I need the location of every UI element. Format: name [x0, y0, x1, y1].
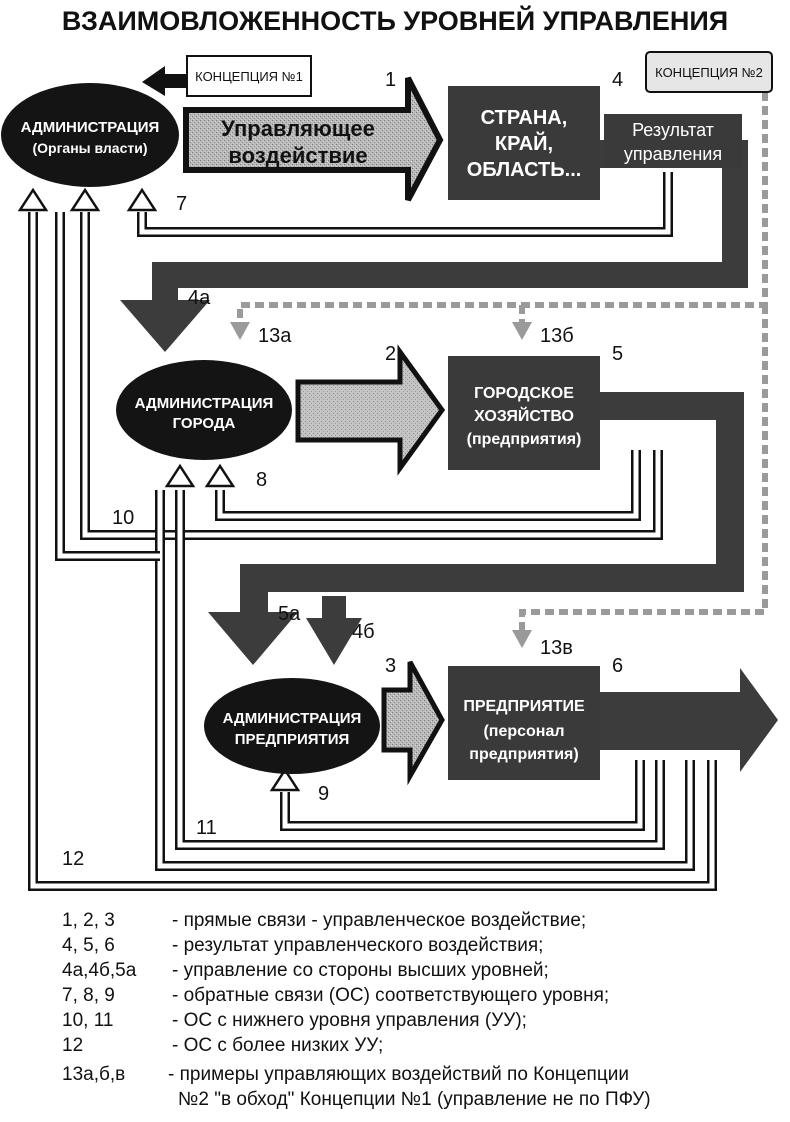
legend-key: 10, 11	[62, 1010, 114, 1031]
city-economy-box	[448, 356, 600, 470]
legend-text: - обратные связи (ОС) соответствующего у…	[172, 985, 610, 1006]
label-5a: 5а	[278, 603, 301, 625]
enterprise-line3: предприятия)	[469, 746, 578, 763]
down-arrow-icon	[512, 322, 532, 340]
result-line1: Результат	[632, 120, 714, 140]
label-11: 11	[196, 817, 217, 839]
admin-enterprise-subtitle: ПРЕДПРИЯТИЯ	[235, 731, 350, 748]
down-arrow-icon	[512, 630, 532, 648]
page-title: ВЗАИМОВЛОЖЕННОСТЬ УРОВНЕЙ УПРАВЛЕНИЯ	[62, 5, 728, 36]
label-10: 10	[112, 507, 134, 529]
enterprise-line2: (персонал	[483, 723, 564, 740]
city-action-arrow	[295, 344, 446, 476]
legend-key: 1, 2, 3	[62, 910, 115, 931]
feedback-deep-line	[155, 490, 695, 871]
label-13v: 13в	[540, 637, 573, 659]
concept2-label: КОНЦЕПЦИЯ №2	[655, 65, 763, 80]
label-6: 6	[612, 655, 623, 677]
label-3: 3	[385, 655, 396, 677]
enterprise-action-arrow	[381, 660, 445, 786]
label-4: 4	[612, 69, 623, 91]
country-line1: СТРАНА,	[481, 107, 568, 129]
result-4b-pipe	[306, 596, 362, 665]
result-line2: управления	[624, 144, 722, 164]
enterprise-line1: ПРЕДПРИЯТИЕ	[463, 698, 585, 715]
admin-city-subtitle: ГОРОДА	[173, 415, 236, 432]
label-2: 2	[385, 343, 396, 365]
admin-authorities-subtitle: (Органы власти)	[32, 140, 147, 156]
city-economy-line2: ХОЗЯЙСТВО	[474, 406, 574, 425]
label-13b: 13б	[540, 325, 574, 347]
label-9: 9	[318, 783, 329, 805]
control-action-line1: Управляющее	[221, 116, 375, 141]
up-arrow-icon	[126, 187, 158, 212]
label-5: 5	[612, 343, 623, 365]
legend-text: - примеры управляющих воздействий по Кон…	[168, 1064, 629, 1085]
legend-text: - ОС с нижнего уровня управления (УУ);	[172, 1010, 527, 1031]
admin-authorities-ellipse	[1, 83, 179, 187]
control-action-line2: воздействие	[228, 143, 367, 168]
label-8: 8	[256, 469, 267, 491]
concept1-arrow-icon	[142, 66, 187, 96]
enterprise-box	[448, 666, 600, 780]
concept2-arrowheads	[230, 322, 532, 648]
feedback-lines	[28, 172, 717, 891]
legend-key: 4, 5, 6	[62, 935, 115, 956]
admin-city-ellipse	[116, 360, 292, 460]
country-line3: ОБЛАСТЬ...	[467, 159, 582, 181]
label-4a: 4а	[188, 287, 211, 309]
legend-text: - ОС с более низких УУ;	[172, 1035, 384, 1056]
admin-enterprise-title: АДМИНИСТРАЦИЯ	[223, 710, 362, 727]
legend-key: 7, 8, 9	[62, 985, 115, 1006]
legend-key: 12	[62, 1035, 84, 1056]
levels-diagram: ВЗАИМОВЛОЖЕННОСТЬ УРОВНЕЙ УПРАВЛЕНИЯ	[1, 5, 778, 891]
down-arrow-icon	[230, 322, 250, 340]
city-economy-line1: ГОРОДСКОЕ	[474, 385, 574, 402]
label-13a: 13а	[258, 325, 292, 347]
result-5-pipe	[208, 392, 744, 665]
concept2-box	[645, 51, 773, 93]
result-box	[604, 114, 742, 168]
admin-enterprise-ellipse	[204, 678, 380, 774]
result-6-arrow	[600, 668, 778, 772]
concept1-box	[186, 55, 312, 97]
label-12: 12	[62, 848, 84, 870]
feedback-arrowheads	[17, 187, 301, 792]
control-action-arrow	[183, 76, 444, 202]
number-labels: 1 4 7 4а 13а 13б 2 5 8 10 5а 4б 13в 3 6 …	[62, 69, 623, 870]
concept1-label: КОНЦЕПЦИЯ №1	[195, 69, 303, 84]
legend-text: - управление со стороны высших уровней;	[172, 960, 549, 981]
label-7: 7	[176, 193, 187, 215]
legend-text: - прямые связи - управленческое воздейст…	[172, 910, 587, 931]
up-arrow-icon	[17, 187, 49, 212]
up-arrow-icon	[269, 767, 301, 792]
legend-text: №2 "в обход" Концепции №1 (управление не…	[178, 1089, 651, 1110]
label-1: 1	[385, 69, 396, 91]
legend-text: - результат управленческого воздействия;	[172, 935, 544, 956]
city-economy-line3: (предприятия)	[467, 431, 582, 448]
legend: 1, 2, 3 - прямые связи - управленческое …	[0, 905, 790, 1122]
legend-key: 4а,4б,5а	[62, 960, 137, 981]
up-arrow-icon	[164, 463, 196, 488]
country-line2: КРАЙ,	[495, 131, 553, 155]
legend-key: 13а,б,в	[62, 1064, 126, 1085]
up-arrow-icon	[69, 187, 101, 212]
admin-city-title: АДМИНИСТРАЦИЯ	[135, 395, 274, 412]
concept2-dashed-lines	[237, 92, 768, 630]
label-4b: 4б	[352, 621, 375, 643]
country-box	[448, 86, 600, 200]
admin-authorities-title: АДМИНИСТРАЦИЯ	[21, 119, 160, 136]
up-arrow-icon	[204, 463, 236, 488]
